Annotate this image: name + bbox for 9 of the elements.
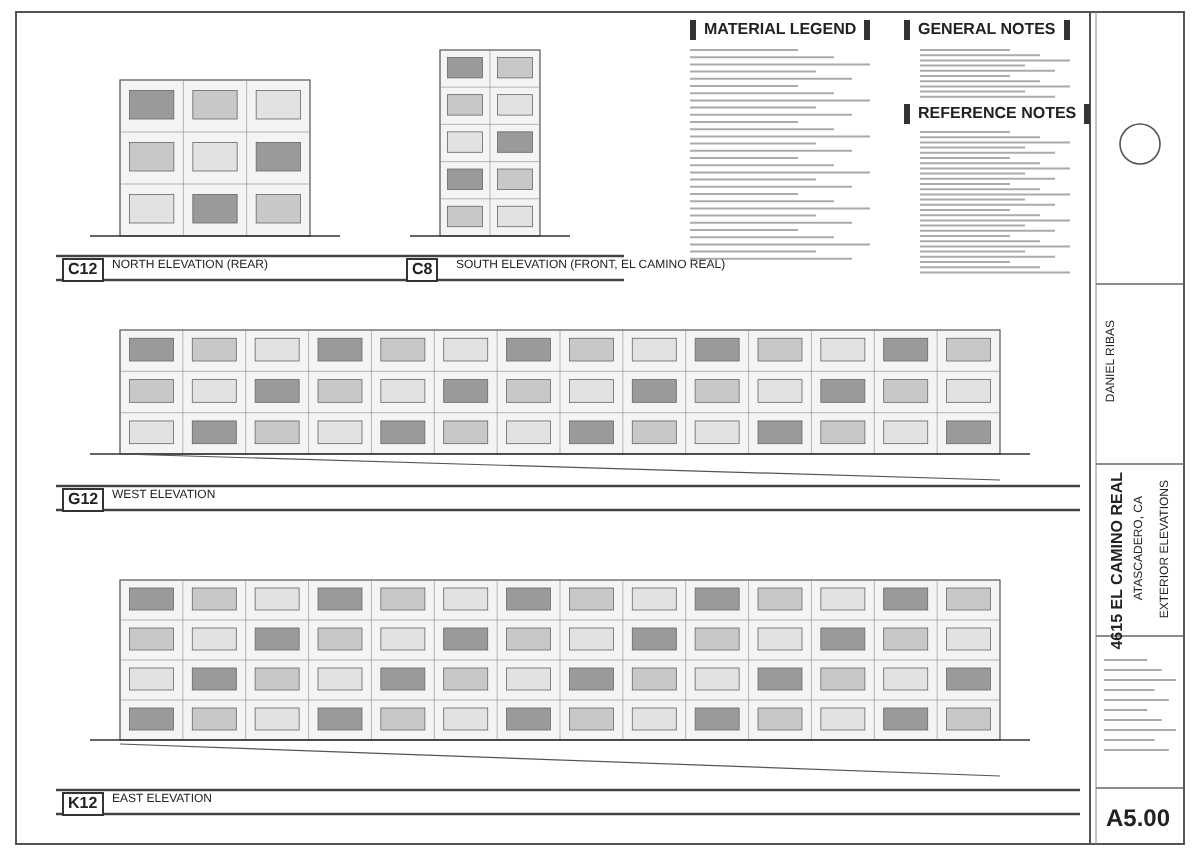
drawing-number: G12 (62, 488, 105, 512)
drawing-number: C8 (406, 258, 439, 282)
drawing-number: K12 (62, 792, 104, 816)
section-heading: GENERAL NOTES (904, 20, 1070, 40)
project-address: 4615 EL CAMINO REAL (1110, 472, 1126, 650)
drawing-number: C12 (62, 258, 104, 282)
section-heading: MATERIAL LEGEND (690, 20, 871, 40)
sheet-number: A5.00 (1106, 806, 1171, 830)
section-heading: REFERENCE NOTES (904, 104, 1091, 124)
